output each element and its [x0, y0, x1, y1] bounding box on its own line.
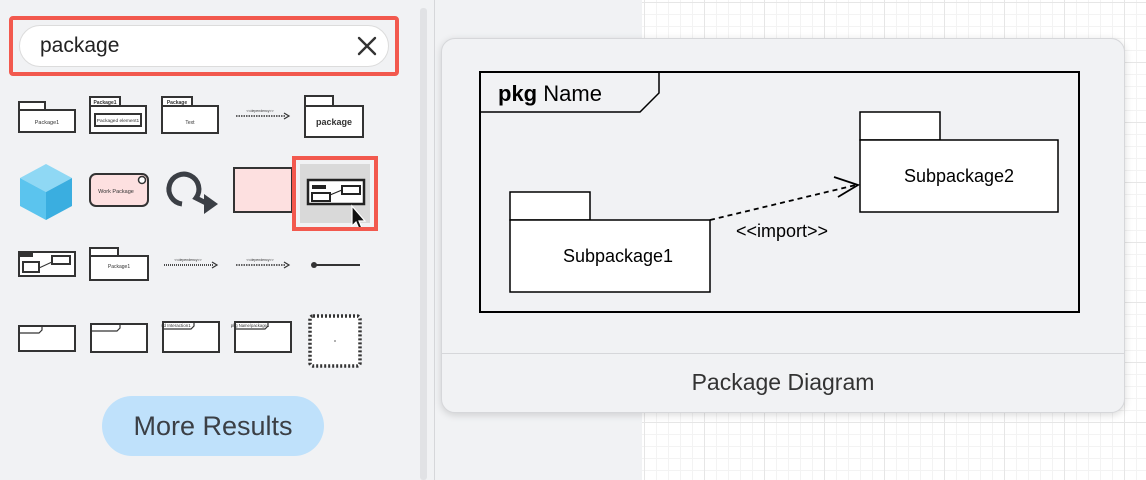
shape-label: Package	[167, 100, 188, 106]
package-element-shape-icon: Package1 Packaged element1	[89, 96, 147, 134]
shape-package[interactable]: Package1	[14, 92, 78, 154]
package-plain-shape-icon: Package1	[89, 247, 149, 281]
work-package-shape-icon: Work Package	[89, 173, 149, 207]
shape-dependency-3[interactable]: <<dependency>>	[232, 240, 296, 302]
loop-arrow-icon	[166, 171, 218, 214]
package-diagram-small-icon	[18, 251, 76, 277]
shape-interaction-frame[interactable]: sd Interaction1	[158, 310, 222, 372]
shape-label: Package1	[93, 100, 116, 106]
frame-name-tab	[480, 72, 660, 113]
import-arrowhead	[833, 176, 861, 198]
dotted-square-icon	[308, 314, 362, 368]
subpackage2-tab	[859, 111, 941, 141]
subpackage1-box	[509, 219, 711, 293]
shape-package-diagram-small[interactable]	[14, 240, 78, 302]
frame-shape-icon	[18, 325, 76, 352]
shape-package-plain[interactable]: Package1	[86, 240, 150, 302]
shape-label: package	[316, 117, 352, 127]
package-text-shape-icon: Package Text	[161, 96, 219, 134]
search-box	[9, 16, 399, 76]
shape-label: <<dependency>>	[246, 109, 273, 113]
dependency-2-shape-icon: <<dependency>>	[164, 258, 219, 269]
subpackage2-label: Subpackage2	[904, 166, 1014, 186]
search-input[interactable]	[19, 25, 389, 67]
shape-frame[interactable]	[14, 310, 78, 372]
shape-dependency[interactable]: <<dependency>>	[232, 92, 296, 154]
shape-label: sd Interaction1	[161, 323, 191, 328]
preview-divider	[442, 353, 1124, 354]
frame-name: Name	[543, 81, 602, 106]
shape-dotted-square[interactable]	[304, 310, 368, 372]
import-label: <<import>>	[736, 221, 828, 241]
shape-loop-arrow[interactable]	[158, 160, 222, 222]
shape-package-text[interactable]: Package Text	[158, 92, 222, 154]
clear-search-icon[interactable]	[355, 34, 379, 58]
shape-3d-package[interactable]	[14, 160, 78, 222]
dependency-shape-icon: <<dependency>>	[236, 109, 291, 120]
selected-shape-package-diagram[interactable]	[292, 156, 378, 231]
pkg-frame-shape-icon: pkg Name/package1	[231, 321, 292, 353]
frame-2-shape-icon	[90, 323, 148, 353]
pink-rectangle-icon	[233, 167, 293, 213]
shape-dependency-2[interactable]: <<dependency>>	[160, 240, 224, 302]
interaction-frame-shape-icon: sd Interaction1	[161, 321, 220, 353]
package-diagram-shape-icon	[306, 178, 367, 227]
more-results-button[interactable]: More Results	[102, 396, 324, 456]
shape-pink-rectangle[interactable]	[230, 160, 294, 222]
shape-preview-popup: pkg Name Subpackage2 Subpackage1 <<impor…	[441, 38, 1125, 413]
shape-label: Text	[185, 120, 195, 126]
preview-caption: Package Diagram	[691, 369, 875, 395]
shape-pkg-frame[interactable]: pkg Name/package1	[230, 310, 294, 372]
frame-keyword: pkg	[498, 81, 537, 106]
subpackage2-box	[859, 139, 1059, 213]
package-bold-shape-icon: package	[304, 95, 364, 138]
shape-label: pkg Name/package1	[231, 323, 270, 328]
shape-work-package[interactable]: Work Package	[86, 160, 150, 222]
shape-containment[interactable]	[304, 240, 368, 302]
cube-icon	[20, 164, 72, 220]
shapes-sidebar: Package1 Package1 Packaged element1 Pack…	[0, 0, 420, 480]
dependency-3-shape-icon: <<dependency>>	[236, 258, 291, 269]
frame-title: pkg Name	[498, 81, 602, 106]
sidebar-scrollbar[interactable]	[420, 8, 427, 480]
shape-frame-2[interactable]	[86, 310, 150, 372]
shape-label: Packaged element1	[97, 118, 140, 124]
sidebar-divider	[434, 0, 435, 480]
shape-label: Work Package	[98, 189, 134, 195]
subpackage1-tab	[509, 191, 591, 221]
shape-label: Package1	[108, 264, 130, 270]
containment-shape-icon	[311, 262, 360, 268]
shape-label: Package1	[35, 120, 59, 126]
shape-label: <<dependency>>	[246, 258, 273, 262]
package-diagram-preview: pkg Name Subpackage2 Subpackage1 <<impor…	[479, 71, 1080, 313]
shape-label: <<dependency>>	[174, 258, 201, 262]
import-dependency-line	[709, 184, 857, 221]
shape-package-with-element[interactable]: Package1 Packaged element1	[86, 92, 150, 154]
shape-package-bold[interactable]: package	[302, 92, 366, 154]
package-shape-icon: Package1	[18, 101, 76, 133]
subpackage1-label: Subpackage1	[563, 246, 673, 266]
